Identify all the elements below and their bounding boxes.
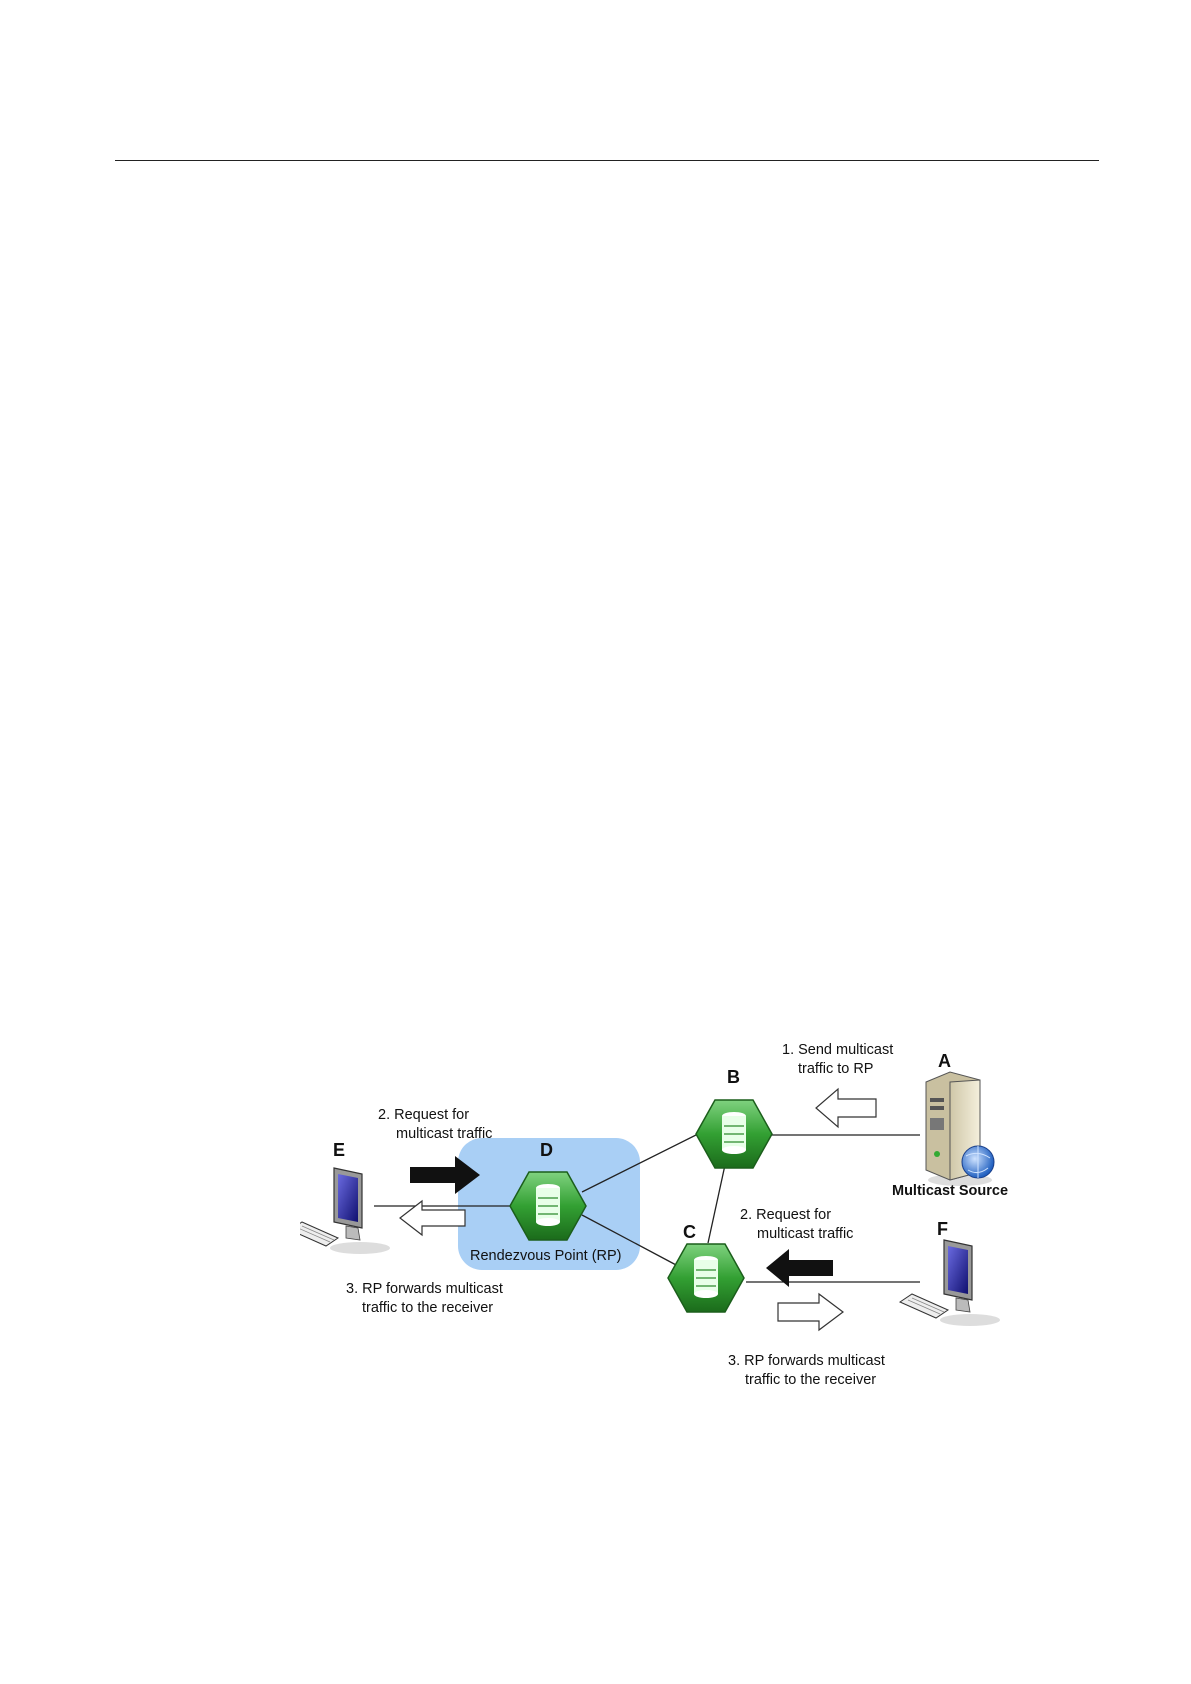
multicast-source-caption: Multicast Source [892,1183,1008,1199]
annotation-request-left-line1: 2. Request for [378,1107,469,1123]
node-label-c: C [683,1222,696,1242]
arrow-send-a-to-b [816,1089,876,1127]
computer-e-icon [300,1168,390,1254]
annotation-request-right-line1: 2. Request for [740,1207,831,1223]
node-label-d: D [540,1140,553,1160]
router-c [668,1244,744,1312]
pim-sm-diagram: A B C D E F Multicast Source Rendezvous … [300,1030,1100,1410]
rp-caption: Rendezvous Point (RP) [470,1248,622,1264]
server-a-icon [926,1072,994,1186]
header-rule [115,160,1099,161]
computer-f-icon [900,1240,1000,1326]
arrow-forward-c-to-f [778,1294,843,1330]
annotation-forward-right-line2: traffic to the receiver [745,1372,876,1388]
annotation-forward-right-line1: 3. RP forwards multicast [728,1353,885,1369]
links [374,1132,920,1282]
annotation-send-line1: 1. Send multicast [782,1042,893,1058]
link-b-c [708,1165,725,1243]
node-label-b: B [727,1067,740,1087]
annotation-request-left-line2: multicast traffic [396,1126,492,1142]
annotation-forward-left-line2: traffic to the receiver [362,1300,493,1316]
annotation-forward-left-line1: 3. RP forwards multicast [346,1281,503,1297]
node-label-a: A [938,1051,951,1071]
node-label-e: E [333,1140,345,1160]
annotation-send-line2: traffic to RP [798,1061,873,1077]
arrow-request-f-to-c [766,1249,833,1287]
annotation-request-right-line2: multicast traffic [757,1226,853,1242]
router-b [696,1100,772,1168]
node-label-f: F [937,1219,948,1239]
